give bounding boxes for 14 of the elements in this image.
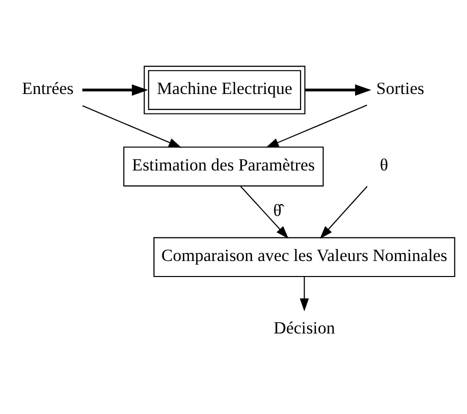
arrow: [304, 84, 371, 96]
node-box: Machine Electrique: [143, 65, 305, 114]
node-text: θ: [379, 155, 388, 174]
node-box: Estimation des Paramètres: [122, 146, 324, 186]
node-text: Décision: [273, 318, 334, 337]
arrow: [240, 186, 288, 238]
arrow: [82, 104, 182, 148]
arrow: [265, 104, 367, 148]
node-text: Entrées: [21, 78, 74, 98]
arrow: [299, 276, 308, 311]
arrow: [82, 84, 148, 96]
arrow: [319, 186, 368, 238]
node-box: Comparaison avec les Valeurs Nominales: [152, 236, 455, 277]
node-text: Sorties: [376, 78, 424, 98]
